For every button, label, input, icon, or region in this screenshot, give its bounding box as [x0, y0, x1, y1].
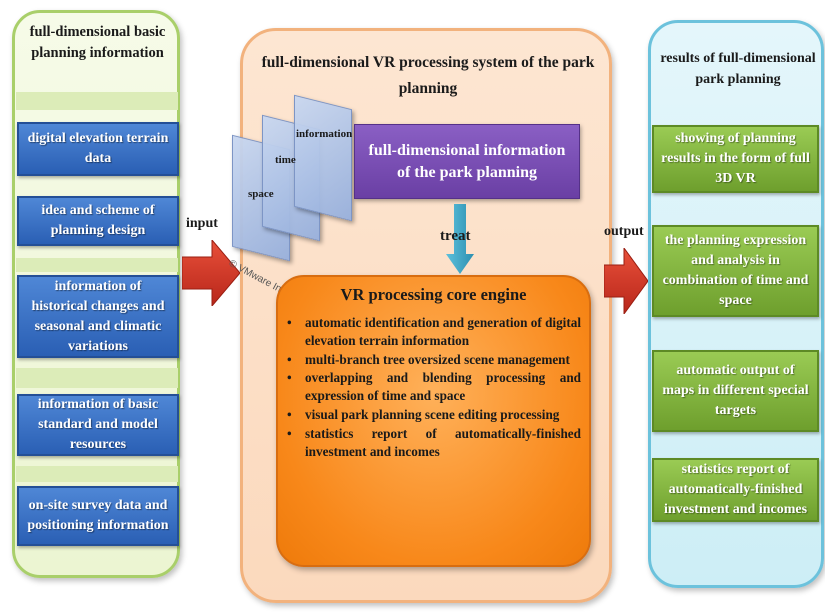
information-layer-label: information — [296, 128, 353, 140]
left-band — [16, 92, 178, 110]
core-engine-item: • overlapping and blending processing and… — [283, 369, 581, 405]
bullet: • — [287, 370, 292, 386]
core-engine-item-text: statistics report of automatically-finis… — [305, 425, 581, 459]
input-arrow — [182, 240, 240, 306]
basic-info-item: information of basic standard and model … — [17, 394, 179, 456]
left-band — [16, 368, 178, 388]
core-engine-title: VR processing core engine — [340, 285, 527, 304]
basic-info-title: full-dimensional basic planning informat… — [29, 24, 166, 61]
result-item: automatic output of maps in different sp… — [652, 350, 819, 432]
result-item: statistics report of automatically-finis… — [652, 458, 819, 522]
treat-arrow — [446, 204, 474, 274]
core-engine-box — [276, 275, 591, 567]
core-engine-item-text: overlapping and blending processing and … — [305, 370, 581, 404]
core-engine-item: • statistics report of automatically-fini… — [283, 425, 581, 461]
core-engine-item: • multi-branch tree oversized scene manag… — [283, 351, 581, 369]
output-arrow — [604, 248, 648, 314]
bullet: • — [287, 351, 292, 367]
core-engine-item-text: multi-branch tree oversized scene manage… — [305, 351, 570, 367]
bullet: • — [287, 315, 292, 330]
basic-info-item: on-site survey data and positioning info… — [17, 486, 179, 546]
core-engine-item: • visual park planning scene editing proc… — [283, 406, 581, 424]
vr-system-title: full-dimensional VR processing system of… — [261, 54, 595, 97]
core-engine-item-text: automatic identification and generation … — [305, 315, 581, 348]
input-label: input — [186, 216, 218, 231]
park-info-box: full-dimensional information of the park… — [354, 124, 580, 199]
space-layer-label: space — [248, 188, 274, 200]
basic-info-item: information of historical changes and se… — [17, 275, 179, 358]
bullet: • — [287, 406, 292, 422]
core-engine-item: • automatic identification and generation… — [283, 314, 581, 350]
core-engine-list: • automatic identification and generation… — [283, 314, 581, 461]
treat-label: treat — [440, 228, 471, 244]
basic-info-item: digital elevation terrain data — [17, 122, 179, 176]
time-layer-label: time — [275, 154, 296, 166]
left-band — [16, 258, 178, 272]
bullet: • — [287, 425, 292, 441]
left-band — [16, 466, 178, 482]
basic-info-item: idea and scheme of planning design — [17, 196, 179, 246]
result-item: the planning expression and analysis in … — [652, 225, 819, 317]
results-title: results of full-dimensional park plannin… — [660, 51, 816, 87]
result-item: showing of planning results in the form … — [652, 125, 819, 193]
core-engine-item-text: visual park planning scene editing proce… — [305, 406, 560, 422]
information-layer — [294, 94, 352, 222]
output-label: output — [604, 224, 644, 239]
